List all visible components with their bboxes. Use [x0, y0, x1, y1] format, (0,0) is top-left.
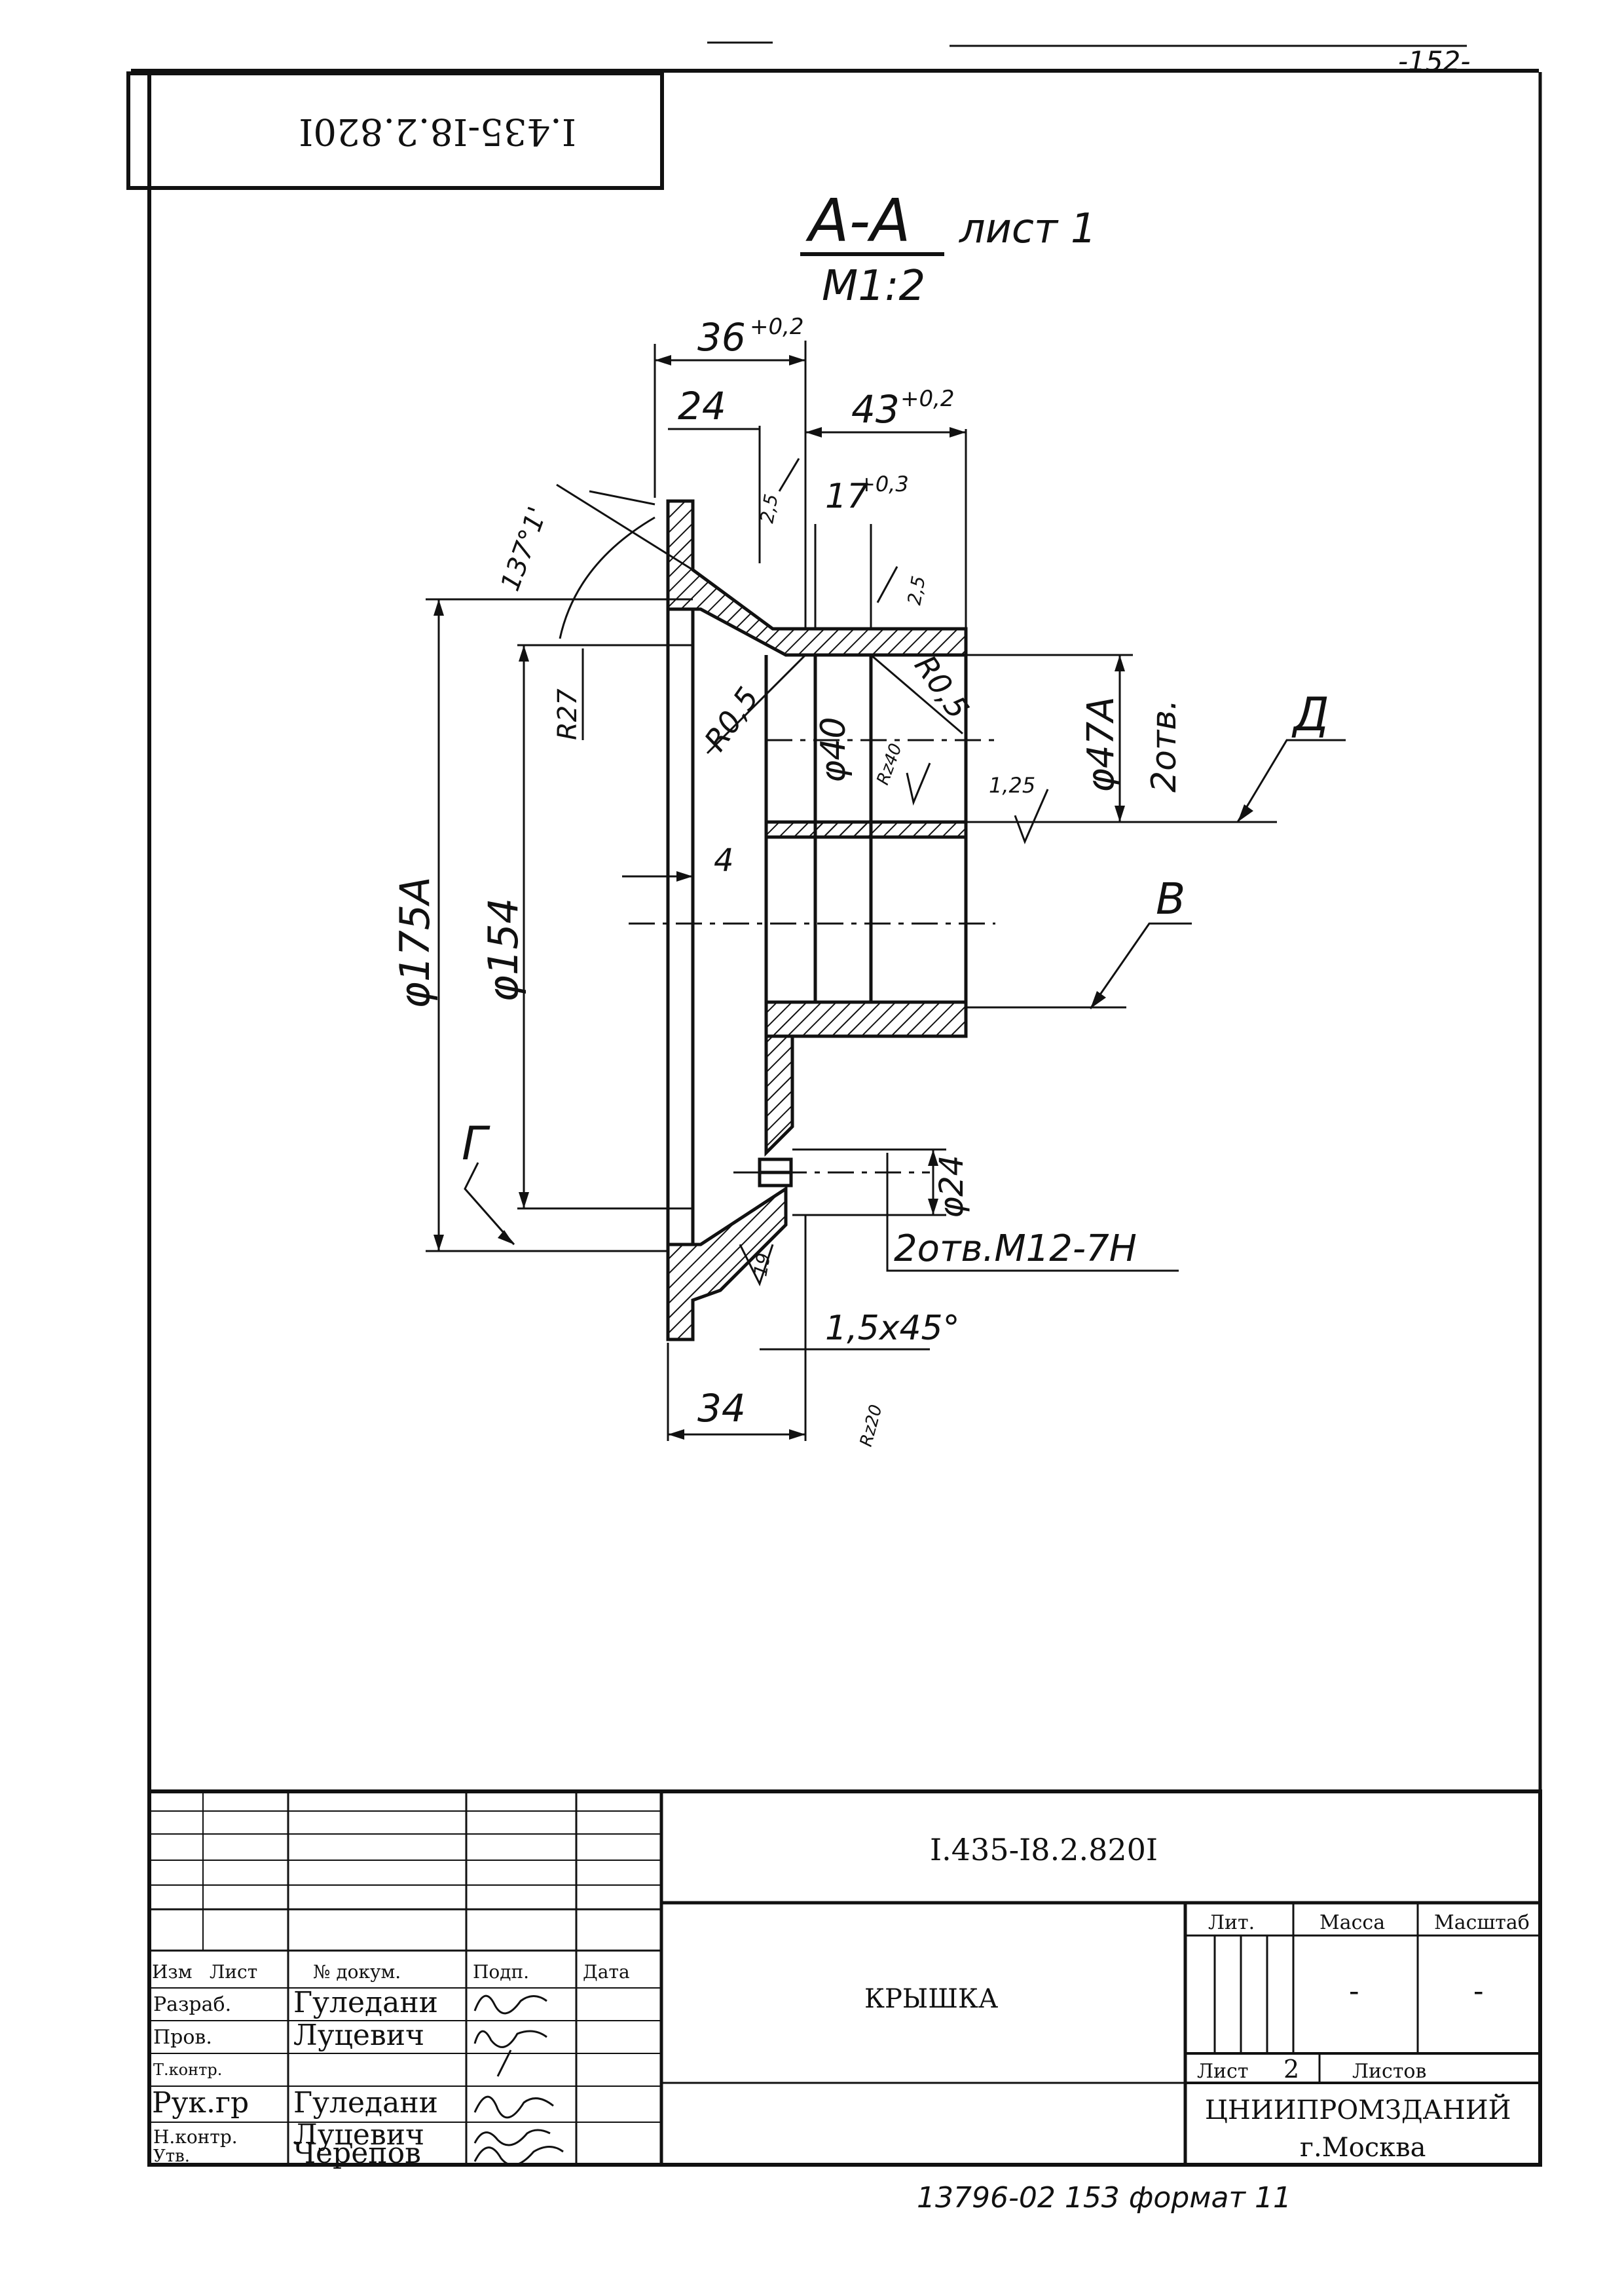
- dim-phi24: φ24: [932, 1155, 970, 1218]
- label-v: В: [1156, 874, 1185, 924]
- signatures: [473, 1994, 564, 2166]
- label-d: Д: [1291, 688, 1329, 741]
- depth-19: 19: [749, 1251, 775, 1278]
- stamp-box: I.435-I8.2.820I: [126, 71, 664, 190]
- thread-holes: 2отв.M12-7H: [894, 1227, 1137, 1270]
- footer-note: 13796-02 153 формат 11: [917, 2181, 1291, 2215]
- part-name: КРЫШКА: [864, 1984, 998, 2014]
- dim-phi40: φ40: [814, 717, 853, 783]
- sheet-ref: лист 1: [959, 204, 1096, 252]
- chamfer-top: 2,5: [756, 493, 782, 525]
- view-title: A-A M1:2 лист 1: [800, 187, 1096, 310]
- row-role-2: Т.контр.: [153, 2061, 222, 2079]
- title-block-text: I.435-I8.2.820I КРЫШКА Изм Лист № докум.…: [152, 1832, 1530, 2170]
- dim-4: 4: [714, 842, 734, 879]
- row-role-4: Н.контр.: [153, 2126, 238, 2148]
- dim-phi154: φ154: [479, 898, 527, 1002]
- dim-17: 17: [825, 477, 868, 516]
- signature-razrab: [473, 1994, 547, 2015]
- scale-value: -: [1473, 1973, 1484, 2008]
- org-name: ЦНИИПРОМЗДАНИЙ: [1205, 2094, 1511, 2125]
- row-name-1: Луцевич: [293, 2019, 424, 2052]
- row-role-1: Пров.: [153, 2026, 212, 2049]
- signature-prov: [473, 2030, 547, 2048]
- dim-phi47a: φ47A: [1080, 696, 1122, 793]
- col-header-list: Лист: [210, 1961, 257, 1983]
- org-city: г.Москва: [1300, 2133, 1426, 2163]
- stamp-code: I.435-I8.2.820I: [299, 110, 576, 153]
- lit-label: Лит.: [1208, 1911, 1255, 1934]
- sheet-value: 2: [1283, 2055, 1299, 2084]
- row-role-3: Рук.гр: [152, 2086, 249, 2120]
- row-name-3: Гуледани: [293, 2086, 438, 2120]
- sheet-label: Лист: [1197, 2060, 1248, 2083]
- row-name-5: Черепов: [293, 2137, 421, 2170]
- section-label: A-A: [805, 187, 911, 255]
- mass-value: -: [1349, 1973, 1359, 2008]
- col-header-doc: № докум.: [313, 1961, 401, 1983]
- chamfer-label: 1,5x45°: [825, 1309, 960, 1348]
- scale-col-label: Масштаб: [1434, 1911, 1530, 1934]
- signature-nkontr: [473, 2129, 551, 2146]
- dim-17-tol: +0,3: [858, 472, 909, 496]
- row-name-4: Луцевич: [293, 2118, 424, 2152]
- title-block: [147, 1789, 1542, 2167]
- dim-34: 34: [697, 1386, 746, 1431]
- drawing-frame: [131, 41, 1542, 2167]
- angle-137: 137°1': [495, 503, 553, 595]
- scale-label: M1:2: [822, 262, 925, 310]
- dimension-labels: 36 +0,2 24 43 +0,2 17 +0,3 2,5 2,5 137°1…: [391, 314, 1329, 1449]
- col-header-izm: Изм: [152, 1961, 192, 1983]
- sheets-label: Листов: [1352, 2060, 1426, 2083]
- rough-rz40: Rz40: [873, 741, 906, 787]
- rough-rz20: Rz20: [857, 1402, 887, 1448]
- sheet-number: -152-: [1398, 45, 1470, 77]
- dim-r0-5-left: R0,5: [697, 681, 766, 757]
- dim-holes-2: 2отв.: [1145, 700, 1184, 793]
- row-name-0: Гуледани: [293, 1986, 438, 2019]
- dim-43-tol: +0,2: [900, 386, 955, 412]
- mass-label: Масса: [1320, 1911, 1385, 1934]
- row-role-5: Утв.: [153, 2146, 190, 2166]
- signature-utv: [473, 2146, 564, 2166]
- dim-24: 24: [678, 384, 726, 428]
- col-header-date: Дата: [583, 1961, 630, 1983]
- signature-tkontr: [496, 2049, 512, 2077]
- signature-rukgr: [473, 2095, 554, 2119]
- dim-43: 43: [851, 387, 900, 432]
- chamfer-right: 2,5: [903, 574, 929, 607]
- dim-phi175a: φ175A: [391, 876, 439, 1009]
- row-role-0: Разраб.: [153, 1993, 231, 2016]
- label-g: Г: [462, 1117, 490, 1170]
- dim-r27: R27: [553, 688, 583, 740]
- part-section: [666, 499, 968, 1341]
- dim-36: 36: [697, 315, 746, 360]
- center-lines: [629, 739, 995, 1174]
- doc-code: I.435-I8.2.820I: [930, 1832, 1158, 1867]
- dim-36-tol: +0,2: [750, 314, 804, 340]
- rough-1-25: 1,25: [989, 773, 1035, 798]
- arrowheads: [434, 355, 1253, 1440]
- col-header-sign: Подп.: [473, 1961, 529, 1983]
- dimension-lines: [426, 341, 1346, 1441]
